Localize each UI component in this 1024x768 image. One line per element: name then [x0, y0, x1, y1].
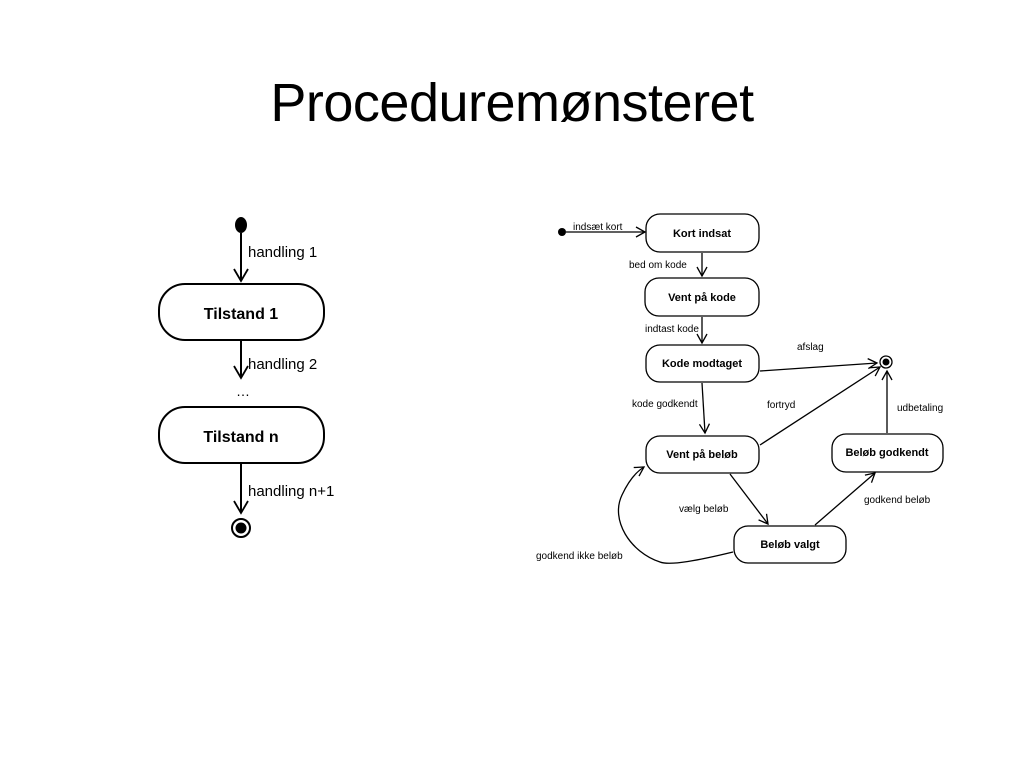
state-label-vent-paa-beloeb: Vent på beløb [666, 449, 738, 461]
generic-procedure-diagram: handling 1 Tilstand 1 handling 2 … Tilst… [158, 217, 334, 538]
state-box-tilstand-1 [158, 283, 325, 341]
initial-state-icon [235, 217, 247, 233]
arrow-afslag [759, 358, 879, 372]
state-label-vent-paa-kode: Vent på kode [668, 292, 736, 304]
state-box-kort-indsat [645, 213, 760, 253]
card-transaction-diagram: indsæt kort Kort indsat bed om kode Vent… [536, 213, 944, 564]
label-indsaet-kort: indsæt kort [573, 222, 623, 233]
state-label-tilstand-1: Tilstand 1 [204, 306, 278, 323]
ellipsis-text: … [236, 383, 250, 399]
label-udbetaling: udbetaling [897, 403, 943, 414]
state-box-vent-paa-beloeb [645, 435, 760, 474]
label-vaelg-beloeb: vælg beløb [679, 504, 729, 515]
state-box-vent-paa-kode [644, 277, 760, 317]
arrow-kode-godkendt [698, 382, 711, 435]
final-state-inner-icon [235, 522, 247, 534]
arrow-vaelg-beloeb [729, 473, 769, 526]
card-initial-state-icon [558, 228, 566, 236]
state-label-kort-indsat: Kort indsat [673, 228, 731, 240]
label-kode-godkendt: kode godkendt [632, 399, 698, 410]
label-bed-om-kode: bed om kode [629, 260, 687, 271]
state-box-beloeb-godkendt [831, 433, 944, 473]
state-label-beloeb-godkendt: Beløb godkendt [845, 447, 928, 459]
state-label-beloeb-valgt: Beløb valgt [760, 539, 820, 551]
label-fortryd: fortryd [767, 400, 795, 411]
transition-label-handling-1: handling 1 [248, 244, 317, 261]
card-final-state-inner-icon [882, 358, 890, 366]
state-box-kode-modtaget [645, 344, 760, 383]
label-indtast-kode: indtast kode [645, 324, 699, 335]
arrow-godkend-beloeb [814, 472, 877, 526]
state-box-tilstand-n [158, 406, 325, 464]
slide-title: Proceduremønsteret [270, 73, 754, 133]
label-godkend-beloeb: godkend beløb [864, 495, 931, 506]
state-box-beloeb-valgt [733, 525, 847, 564]
arrow-godkend-ikke-beloeb [617, 466, 734, 564]
state-label-kode-modtaget: Kode modtaget [662, 358, 742, 370]
state-label-tilstand-n: Tilstand n [203, 429, 278, 446]
transition-label-handling-n1: handling n+1 [248, 483, 334, 500]
label-afslag: afslag [797, 342, 824, 353]
transition-label-handling-2: handling 2 [248, 356, 317, 373]
label-godkend-ikke-beloeb: godkend ikke beløb [536, 551, 623, 562]
arrow-fortryd [759, 366, 882, 446]
